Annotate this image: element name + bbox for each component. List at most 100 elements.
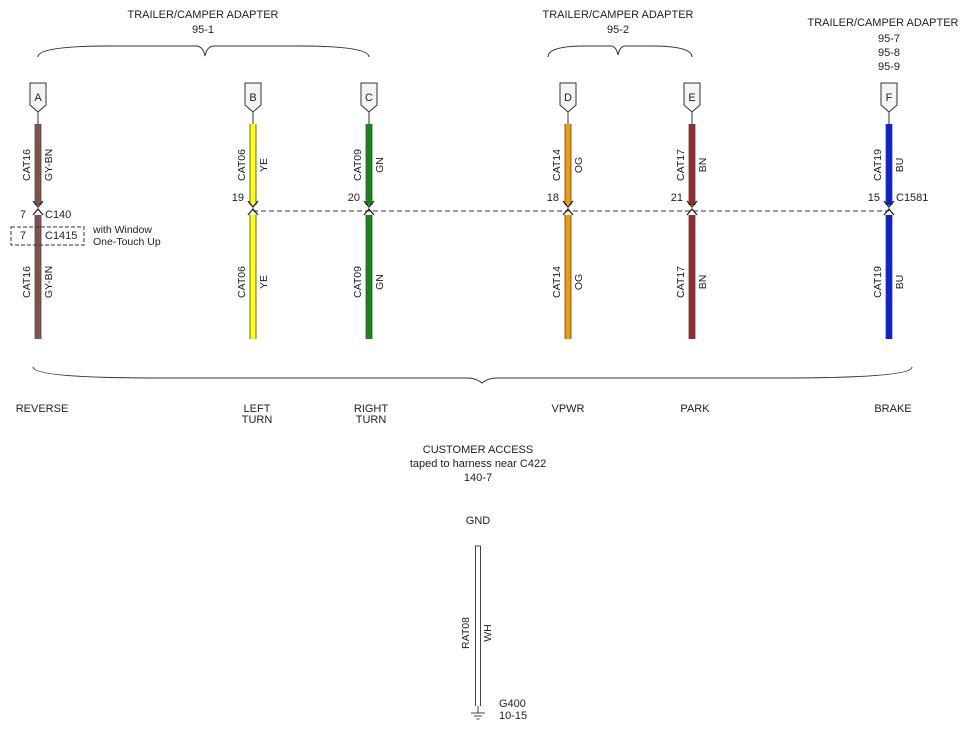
pin-tag-icon xyxy=(244,82,262,113)
circuit-number-label: CAT06 xyxy=(236,266,248,298)
adapter-ref: 95-8 xyxy=(878,47,900,59)
circuit-number-label: CAT16 xyxy=(21,266,33,298)
circuit-number-label: CAT17 xyxy=(675,149,687,181)
gnd-label: GND xyxy=(466,515,491,527)
customer-access: CUSTOMER ACCESS taped to harness near C4… xyxy=(410,444,546,484)
top-brace-right xyxy=(547,45,693,58)
connector-chevron-icon xyxy=(686,200,698,209)
function-label: VPWR xyxy=(552,403,585,415)
circuit-number-label: CAT19 xyxy=(872,149,884,181)
wire-segment xyxy=(250,124,256,205)
wire-segment xyxy=(366,215,372,339)
wire-segment xyxy=(366,124,372,205)
pin-tag-icon xyxy=(559,82,577,113)
pin-tag-icon xyxy=(360,82,378,113)
pin-letter: F xyxy=(886,92,893,104)
adapter-header-3: TRAILER/CAMPER ADAPTER 95-7 95-8 95-9 xyxy=(808,17,959,73)
c1581-pin-number: 21 xyxy=(671,192,683,204)
c1581-pin-number: 18 xyxy=(547,192,559,204)
wire-segment xyxy=(250,215,256,339)
c1415-box xyxy=(10,226,85,246)
pin-letter: D xyxy=(564,92,572,104)
wire-color-label: YE xyxy=(258,275,270,289)
top-brace-left xyxy=(37,45,370,58)
adapter-header-2: TRAILER/CAMPER ADAPTER 95-2 xyxy=(543,9,694,36)
function-label: RIGHT xyxy=(354,403,389,415)
connector-chevron-icon xyxy=(32,207,44,216)
wire-color-label: BN xyxy=(697,275,709,290)
g400-label: G400 xyxy=(499,698,526,710)
wire-segment xyxy=(689,215,695,339)
adapter-title: TRAILER/CAMPER ADAPTER xyxy=(808,17,959,29)
option-note-line1: with Window xyxy=(92,224,152,236)
wire-color-label: BU xyxy=(894,158,906,173)
connector-chevron-icon xyxy=(562,207,574,216)
function-label: TURN xyxy=(356,414,387,426)
c1581-pin-number: 15 xyxy=(868,192,880,204)
circuit-number-label: CAT09 xyxy=(352,149,364,181)
function-label: BRAKE xyxy=(874,403,911,415)
adapter-title: TRAILER/CAMPER ADAPTER xyxy=(543,9,694,21)
wire-segment xyxy=(565,215,571,339)
connector-chevron-icon xyxy=(686,207,698,216)
pin-letter: E xyxy=(688,92,695,104)
connector-chevron-icon xyxy=(562,200,574,209)
adapter-ref: 95-1 xyxy=(192,24,214,36)
wire-segment xyxy=(886,124,892,205)
customer-access-note: taped to harness near C422 xyxy=(410,458,546,470)
gnd-circuit-label: RAT08 xyxy=(460,617,472,649)
customer-access-title: CUSTOMER ACCESS xyxy=(423,444,533,456)
c140-label: C140 xyxy=(45,209,71,221)
wire-color-label: OG xyxy=(573,274,585,290)
adapter-ref: 95-9 xyxy=(878,61,900,73)
function-label: LEFT xyxy=(244,403,271,415)
reverse-splices: 7 C140 7 C1415 with Window One-Touch Up xyxy=(10,209,161,248)
adapter-ref: 95-2 xyxy=(607,24,629,36)
circuit-number-label: CAT14 xyxy=(551,149,563,181)
circuit-number-label: CAT14 xyxy=(551,266,563,298)
wire-color-label: BU xyxy=(894,275,906,290)
option-note-line2: One-Touch Up xyxy=(93,236,161,248)
wire-color-label: GY-BN xyxy=(43,266,55,298)
ground-symbol-icon xyxy=(471,706,485,720)
connector-chevron-icon xyxy=(883,207,895,216)
connector-chevron-icon xyxy=(247,207,259,216)
connector-chevron-icon xyxy=(247,200,259,209)
function-label: REVERSE xyxy=(16,403,69,415)
pin-tag-icon xyxy=(29,82,47,113)
wire-segment xyxy=(689,124,695,205)
g400-ref: 10-15 xyxy=(499,710,527,722)
wire-color-label: YE xyxy=(258,158,270,172)
bottom-brace xyxy=(32,366,913,384)
circuit-number-label: CAT09 xyxy=(352,266,364,298)
pin-tag-icon xyxy=(880,82,898,113)
connector-chevron-icon xyxy=(883,200,895,209)
wire-color-label: OG xyxy=(573,157,585,173)
wire-segment xyxy=(886,215,892,339)
c1581-label: C1581 xyxy=(896,192,928,204)
wire-color-label: GY-BN xyxy=(43,149,55,181)
adapter-title: TRAILER/CAMPER ADAPTER xyxy=(128,9,279,21)
circuit-number-label: CAT06 xyxy=(236,149,248,181)
wire-color-label: GN xyxy=(374,274,386,290)
circuit-number-label: CAT16 xyxy=(21,149,33,181)
pin-letter: B xyxy=(249,92,256,104)
wire-color-label: GN xyxy=(374,157,386,173)
adapter-ref: 95-7 xyxy=(878,33,900,45)
wire-color-label: BN xyxy=(697,158,709,173)
pin-letter: A xyxy=(34,92,42,104)
pin-tag-icon xyxy=(683,82,701,113)
circuit-number-label: CAT17 xyxy=(675,266,687,298)
function-label: PARK xyxy=(680,403,710,415)
c1581-pin-number: 19 xyxy=(232,192,244,204)
connector-chevron-icon xyxy=(32,200,44,209)
customer-access-ref: 140-7 xyxy=(464,472,492,484)
c1415-label: C1415 xyxy=(45,230,77,242)
c1415-pin: 7 xyxy=(20,230,26,242)
